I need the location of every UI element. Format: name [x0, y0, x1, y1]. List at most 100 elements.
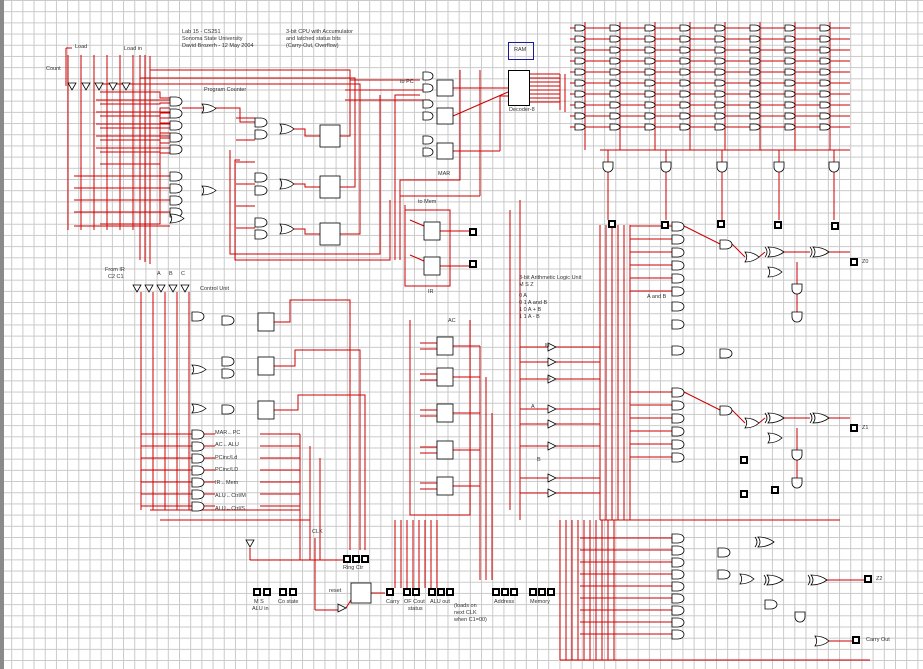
alu-andv-1-1[interactable]: [791, 477, 803, 489]
ram-cell-0-7[interactable]: [819, 24, 831, 32]
alu-and-2-5[interactable]: [671, 593, 685, 604]
reset-flip-flop[interactable]: [350, 582, 372, 604]
ram-cell-4-7[interactable]: [819, 68, 831, 76]
ram-cell-0-0[interactable]: [574, 24, 586, 32]
alu-and-0-3[interactable]: [671, 260, 685, 271]
carry-out-or-gate[interactable]: [814, 635, 830, 647]
ram-cell-3-7[interactable]: [819, 57, 831, 65]
alu-and-extra-2[interactable]: [671, 301, 685, 312]
alu-xor-2-2[interactable]: [757, 536, 775, 548]
ram-cell-3-1[interactable]: [609, 57, 621, 65]
alu-and-0-2[interactable]: [671, 247, 685, 258]
pc-or-gate-6[interactable]: [201, 185, 217, 196]
ram-cell-3-2[interactable]: [644, 57, 656, 65]
ram-cell-8-5[interactable]: [749, 112, 761, 120]
alu-input-buffer-3[interactable]: [547, 404, 557, 414]
alu-xor-0-0[interactable]: [767, 246, 785, 258]
alu-and-2-7[interactable]: [671, 617, 685, 628]
ram-cell-4-3[interactable]: [679, 68, 691, 76]
alu-in-toggle-m[interactable]: [253, 588, 261, 596]
ram-output-and-4[interactable]: [828, 161, 840, 173]
ram-cell-7-3[interactable]: [679, 101, 691, 109]
mar-and-0[interactable]: [422, 71, 434, 81]
ram-cell-3-6[interactable]: [784, 57, 796, 65]
ram-cell-0-4[interactable]: [714, 24, 726, 32]
alu-and-1-1[interactable]: [671, 400, 685, 411]
ring-ctr-toggle-1[interactable]: [343, 555, 351, 563]
ac-flip-flop-4[interactable]: [436, 476, 454, 496]
pc-flip-flop-0[interactable]: [319, 124, 341, 148]
alu-andv-0-1[interactable]: [791, 311, 803, 323]
ram-cell-9-0[interactable]: [574, 123, 586, 131]
alu-andv-1-0[interactable]: [791, 449, 803, 461]
ram-output-and-2[interactable]: [716, 161, 728, 173]
ram-cell-3-5[interactable]: [749, 57, 761, 65]
ram-cell-0-6[interactable]: [784, 24, 796, 32]
ram-cell-2-1[interactable]: [609, 46, 621, 54]
alu-input-buffer-2[interactable]: [547, 374, 557, 384]
cu-and-2[interactable]: [221, 356, 235, 367]
alu-and-0-0[interactable]: [671, 221, 685, 232]
alu-andv-0-0[interactable]: [791, 283, 803, 295]
cu-flip-flop-0[interactable]: [257, 312, 275, 332]
alu-out-toggle-1[interactable]: [428, 588, 436, 596]
clk-inverter[interactable]: [337, 603, 347, 613]
ram-cell-7-4[interactable]: [714, 101, 726, 109]
alu-and-2-8[interactable]: [671, 629, 685, 640]
alu-xor-2-1[interactable]: [810, 574, 828, 586]
alu-and-extra-1[interactable]: [671, 345, 685, 356]
ctrl-and-4[interactable]: [191, 477, 205, 488]
status-toggle-1[interactable]: [403, 588, 411, 596]
cu-input-buffer-2[interactable]: [156, 284, 166, 293]
pc-and-gate-lower-2[interactable]: [169, 195, 183, 206]
alu-and2-1[interactable]: [719, 405, 733, 416]
ram-cell-1-7[interactable]: [819, 35, 831, 43]
alu-input-buffer-5[interactable]: [547, 441, 557, 451]
ac-flip-flop-2[interactable]: [436, 403, 454, 423]
ram-cell-6-0[interactable]: [574, 90, 586, 98]
alu-input-buffer-0[interactable]: [547, 342, 557, 352]
cu-or-0[interactable]: [191, 364, 207, 375]
alu-and-2-x[interactable]: [764, 599, 778, 610]
ram-output-and-1[interactable]: [660, 161, 672, 173]
ram-cell-4-4[interactable]: [714, 68, 726, 76]
alu-and-2-2[interactable]: [671, 557, 685, 568]
pc-and-gate-0[interactable]: [169, 96, 183, 107]
ram-cell-8-7[interactable]: [819, 112, 831, 120]
pc-and-gate-b1[interactable]: [254, 117, 268, 128]
alu-and-0-1[interactable]: [671, 234, 685, 245]
ctrl-and-6[interactable]: [191, 501, 205, 512]
alu-andv-2[interactable]: [794, 611, 806, 623]
ram-cell-4-0[interactable]: [574, 68, 586, 76]
ram-cell-4-1[interactable]: [609, 68, 621, 76]
ring-ctr-toggle-2[interactable]: [352, 555, 360, 563]
ram-cell-6-4[interactable]: [714, 90, 726, 98]
ram-cell-0-3[interactable]: [679, 24, 691, 32]
ram-cell-9-4[interactable]: [714, 123, 726, 131]
ram-cell-1-0[interactable]: [574, 35, 586, 43]
address-toggle-1[interactable]: [492, 588, 500, 596]
pc-or-gate-3[interactable]: [279, 178, 295, 190]
memory-toggle-3[interactable]: [547, 588, 555, 596]
alu-xor-2-0[interactable]: [766, 574, 784, 586]
ram-cell-2-4[interactable]: [714, 46, 726, 54]
pc-and-gate-b6[interactable]: [254, 229, 268, 240]
cu-or-1[interactable]: [191, 403, 207, 414]
alu-xor-0-1[interactable]: [812, 246, 830, 258]
alu-and-2-1[interactable]: [671, 545, 685, 556]
ram-cell-5-1[interactable]: [609, 79, 621, 87]
cu-input-buffer-1[interactable]: [144, 284, 154, 293]
decoder-block[interactable]: [508, 70, 530, 106]
cu-and-0[interactable]: [191, 311, 205, 322]
ram-cell-1-5[interactable]: [749, 35, 761, 43]
alu-and-0-5[interactable]: [671, 286, 685, 297]
alu-input-buffer-4[interactable]: [547, 419, 557, 429]
ram-cell-9-1[interactable]: [609, 123, 621, 131]
alu-or-1[interactable]: [744, 417, 760, 429]
ram-cell-9-6[interactable]: [784, 123, 796, 131]
ctrl-and-0[interactable]: [191, 429, 205, 440]
alu-in-toggle-s[interactable]: [263, 588, 271, 596]
alu-and-1-2[interactable]: [671, 413, 685, 424]
ram-cell-1-2[interactable]: [644, 35, 656, 43]
ram-cell-0-5[interactable]: [749, 24, 761, 32]
